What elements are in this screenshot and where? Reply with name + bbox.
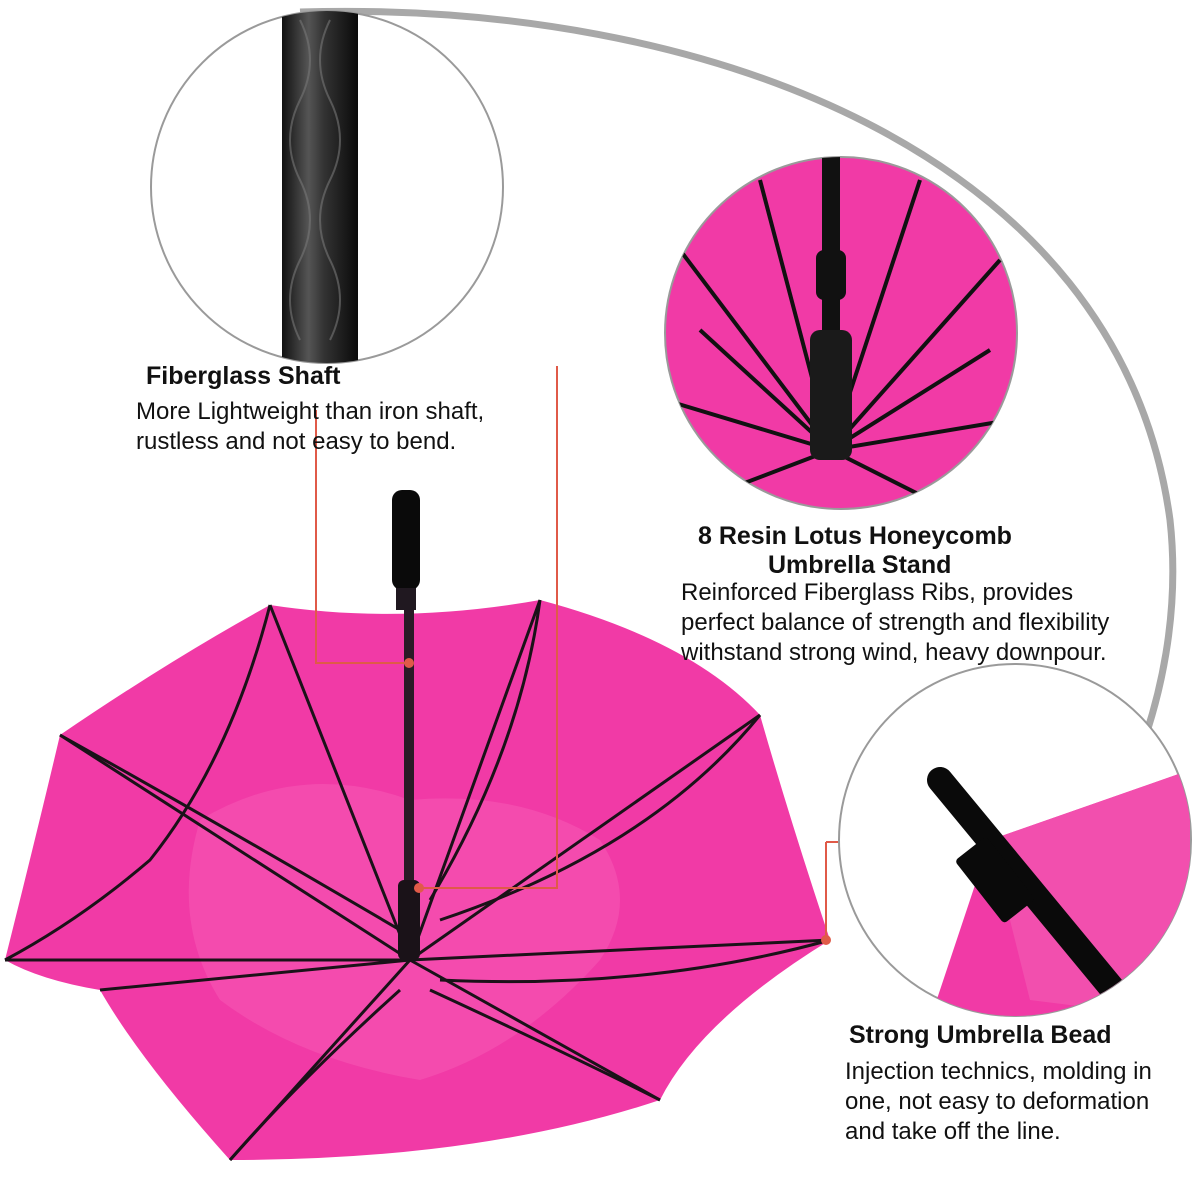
zoom-circle-shaft bbox=[150, 10, 504, 364]
description-line: rustless and not easy to bend. bbox=[136, 428, 457, 455]
description-line: More Lightweight than iron shaft, bbox=[136, 398, 485, 425]
description-line: withstand strong wind, heavy downpour. bbox=[681, 639, 1107, 666]
feature-shaft-description: More Lightweight than iron shaft, rustle… bbox=[136, 397, 484, 457]
callout-connectors bbox=[315, 366, 845, 940]
zoom-circle-bead bbox=[838, 663, 1192, 1017]
feature-title: Umbrella Stand bbox=[768, 551, 952, 579]
umbrella-handle bbox=[392, 490, 420, 590]
description-line: Reinforced Fiberglass Ribs, provides bbox=[681, 579, 1074, 606]
zoom-circle-hub bbox=[664, 156, 1018, 510]
umbrella-shaft bbox=[404, 610, 414, 950]
description-line: and take off the line. bbox=[845, 1118, 1061, 1145]
feature-title: Fiberglass Shaft bbox=[146, 362, 341, 390]
connector-dot-shaft bbox=[404, 658, 414, 668]
feature-title: Strong Umbrella Bead bbox=[849, 1021, 1112, 1049]
feature-bead-description: Injection technics, molding in one, not … bbox=[845, 1057, 1152, 1147]
feature-stand-title: 8 Resin Lotus Honeycomb bbox=[698, 521, 1012, 551]
description-line: one, not easy to deformation bbox=[845, 1088, 1150, 1115]
feature-title: 8 Resin Lotus Honeycomb bbox=[698, 522, 1012, 550]
connector-dot-bead bbox=[821, 935, 831, 945]
feature-shaft: Fiberglass Shaft bbox=[146, 361, 341, 391]
feature-bead-title: Strong Umbrella Bead bbox=[849, 1020, 1112, 1050]
ribs bbox=[4, 599, 831, 1162]
connector-dot-hub bbox=[414, 883, 424, 893]
description-line: perfect balance of strength and flexibil… bbox=[681, 609, 1110, 636]
description-line: Injection technics, molding in bbox=[845, 1058, 1152, 1085]
umbrella-canopy bbox=[4, 599, 831, 1162]
feature-stand-description: Reinforced Fiberglass Ribs, provides per… bbox=[681, 578, 1109, 668]
umbrella-hub bbox=[398, 880, 420, 960]
feature-stand-title-2: Umbrella Stand bbox=[768, 550, 951, 580]
